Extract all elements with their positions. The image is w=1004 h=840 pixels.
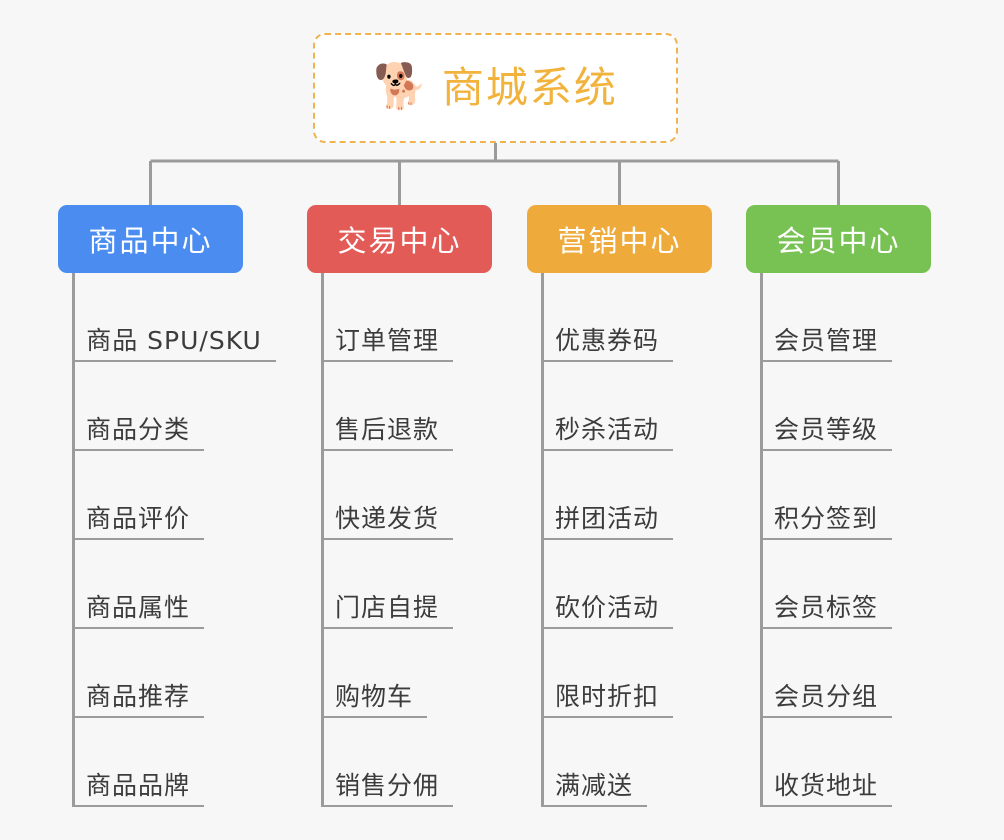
leaf-item-label: 商品分类 bbox=[86, 414, 191, 444]
leaf-item[interactable]: 拼团活动 bbox=[541, 451, 673, 540]
leaf-item[interactable]: 会员管理 bbox=[760, 273, 892, 362]
leaf-item[interactable]: 会员等级 bbox=[760, 362, 892, 451]
leaf-item-label: 商品属性 bbox=[86, 592, 191, 622]
leaf-item[interactable]: 限时折扣 bbox=[541, 629, 673, 718]
leaf-item-label: 门店自提 bbox=[335, 592, 440, 622]
leaf-item-label: 销售分佣 bbox=[335, 770, 440, 800]
leaf-item-label: 限时折扣 bbox=[555, 681, 660, 711]
leaf-item[interactable]: 销售分佣 bbox=[321, 718, 453, 807]
leaf-item-label: 会员标签 bbox=[774, 592, 879, 622]
leaf-item[interactable]: 商品推荐 bbox=[72, 629, 204, 718]
leaf-item[interactable]: 售后退款 bbox=[321, 362, 453, 451]
leaf-item[interactable]: 购物车 bbox=[321, 629, 427, 718]
leaf-item-label: 购物车 bbox=[335, 681, 414, 711]
root-node[interactable]: 🐕 商城系统 bbox=[313, 33, 678, 143]
leaf-item[interactable]: 商品属性 bbox=[72, 540, 204, 629]
leaf-item-label: 积分签到 bbox=[774, 503, 879, 533]
leaf-spine bbox=[541, 273, 544, 807]
category-box-trade[interactable]: 交易中心 bbox=[307, 205, 492, 273]
leaf-item-label: 商品品牌 bbox=[86, 770, 191, 800]
leaf-item-label: 秒杀活动 bbox=[555, 414, 660, 444]
category-title: 营销中心 bbox=[557, 224, 682, 258]
leaf-item-label: 优惠券码 bbox=[555, 325, 660, 355]
shiba-dog-face-icon: 🐕 bbox=[373, 61, 428, 112]
category-box-product[interactable]: 商品中心 bbox=[58, 205, 243, 273]
leaf-item[interactable]: 门店自提 bbox=[321, 540, 453, 629]
leaf-item[interactable]: 商品分类 bbox=[72, 362, 204, 451]
leaf-item[interactable]: 会员分组 bbox=[760, 629, 892, 718]
leaf-item-label: 拼团活动 bbox=[555, 503, 660, 533]
leaf-item-label: 收货地址 bbox=[774, 770, 879, 800]
leaf-item-label: 会员分组 bbox=[774, 681, 879, 711]
root-title: 商城系统 bbox=[441, 63, 618, 112]
leaf-item[interactable]: 积分签到 bbox=[760, 451, 892, 540]
leaf-item-label: 会员等级 bbox=[774, 414, 879, 444]
category-box-marketing[interactable]: 营销中心 bbox=[527, 205, 712, 273]
leaf-item[interactable]: 订单管理 bbox=[321, 273, 453, 362]
leaf-item[interactable]: 会员标签 bbox=[760, 540, 892, 629]
category-title: 商品中心 bbox=[88, 224, 213, 258]
leaf-item[interactable]: 收货地址 bbox=[760, 718, 892, 807]
leaf-item-label: 订单管理 bbox=[335, 325, 440, 355]
leaf-item[interactable]: 秒杀活动 bbox=[541, 362, 673, 451]
leaf-item-label: 商品 SPU/SKU bbox=[86, 325, 262, 355]
leaf-item-label: 砍价活动 bbox=[555, 592, 660, 622]
leaf-spine bbox=[72, 273, 75, 807]
leaf-item[interactable]: 商品 SPU/SKU bbox=[72, 273, 276, 362]
leaf-item[interactable]: 优惠券码 bbox=[541, 273, 673, 362]
leaf-item[interactable]: 商品评价 bbox=[72, 451, 204, 540]
leaf-item[interactable]: 商品品牌 bbox=[72, 718, 204, 807]
leaf-item[interactable]: 砍价活动 bbox=[541, 540, 673, 629]
leaf-item-label: 会员管理 bbox=[774, 325, 879, 355]
leaf-item-label: 快递发货 bbox=[335, 503, 440, 533]
leaf-spine bbox=[321, 273, 324, 807]
leaf-item-label: 售后退款 bbox=[335, 414, 440, 444]
leaf-item-label: 商品推荐 bbox=[86, 681, 191, 711]
leaf-spine bbox=[760, 273, 763, 807]
category-title: 会员中心 bbox=[776, 224, 901, 258]
leaf-item-label: 满减送 bbox=[555, 770, 634, 800]
leaf-item[interactable]: 满减送 bbox=[541, 718, 647, 807]
category-title: 交易中心 bbox=[337, 224, 462, 258]
category-box-member[interactable]: 会员中心 bbox=[746, 205, 931, 273]
leaf-item[interactable]: 快递发货 bbox=[321, 451, 453, 540]
leaf-item-label: 商品评价 bbox=[86, 503, 191, 533]
